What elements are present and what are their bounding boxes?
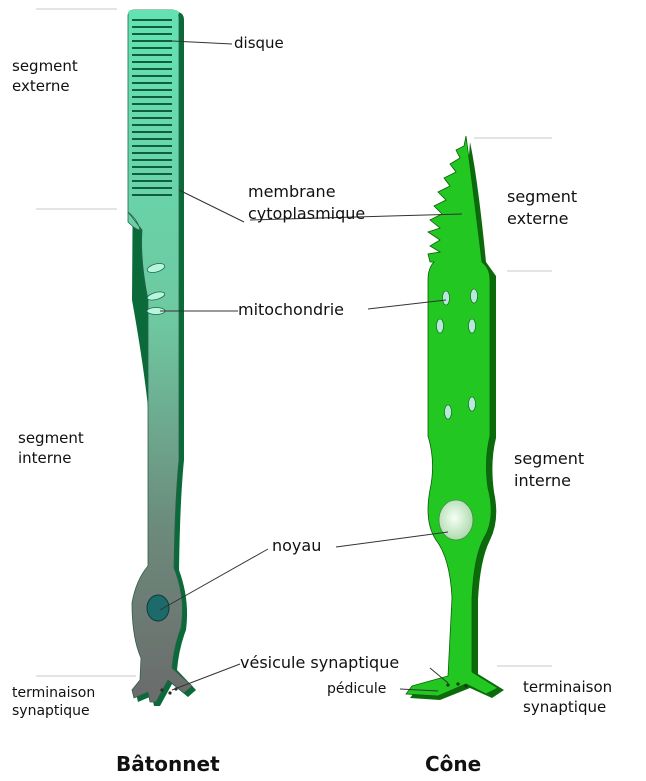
membrane-label: membrane cytoplasmique — [248, 181, 365, 225]
cone-inner-segment-label: segment interne — [514, 448, 584, 492]
cone-terminal-label: terminaison synaptique — [523, 677, 612, 717]
rod-nucleus — [147, 595, 169, 621]
cone-terminal-line2: synaptique — [523, 697, 612, 717]
cone-outer-segment-line2: externe — [507, 208, 577, 230]
rod-terminal-label: terminaison synaptique — [12, 684, 95, 720]
cone-title: Cône — [425, 752, 481, 776]
mitochondria-label: mitochondrie — [238, 299, 344, 321]
nucleus-label: noyau — [272, 535, 321, 557]
membrane-line2: cytoplasmique — [248, 203, 365, 225]
rod-cell — [128, 10, 196, 706]
membrane-line1: membrane — [248, 181, 365, 203]
rod-title: Bâtonnet — [116, 752, 220, 776]
cone-nucleus — [439, 500, 473, 540]
rod-outer-segment-line2: externe — [12, 76, 78, 96]
cone-inner-segment-line1: segment — [514, 448, 584, 470]
rod-outer-segment-line1: segment — [12, 56, 78, 76]
rod-terminal-line1: terminaison — [12, 684, 95, 702]
cone-inner-segment-line2: interne — [514, 470, 584, 492]
pedicle-label: pédicule — [327, 680, 386, 698]
rod-inner-segment-line1: segment — [18, 428, 84, 448]
rod-terminal-line2: synaptique — [12, 702, 95, 720]
rod-inner-segment-label: segment interne — [18, 428, 84, 468]
rod-outer-segment-label: segment externe — [12, 56, 78, 96]
cone-terminal-line1: terminaison — [523, 677, 612, 697]
cone-body — [406, 136, 498, 696]
cone-outer-segment-line1: segment — [507, 186, 577, 208]
rod-inner-segment-line2: interne — [18, 448, 84, 468]
vesicle-label: vésicule synaptique — [240, 652, 399, 674]
disc-label: disque — [234, 33, 284, 53]
cone-outer-segment-label: segment externe — [507, 186, 577, 230]
cone-cell — [406, 136, 504, 700]
leader-lines — [160, 41, 462, 691]
